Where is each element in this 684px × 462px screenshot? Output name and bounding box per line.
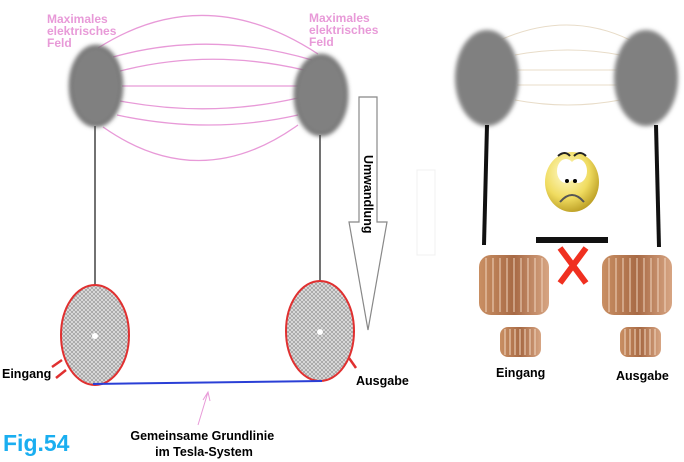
input-label: Eingang <box>2 367 51 381</box>
faint-box <box>416 169 436 256</box>
common-baseline <box>92 380 323 385</box>
output-copper-coil <box>602 255 672 315</box>
right-left-wire <box>482 124 489 246</box>
field-lines <box>97 14 319 162</box>
right-output-label: Ausgabe <box>616 369 669 383</box>
output-spiral-coil <box>285 280 358 382</box>
input-spiral-coil <box>51 284 130 386</box>
right-left-sphere <box>455 30 519 126</box>
right-input-label: Eingang <box>496 366 545 380</box>
small-output-coil <box>620 327 661 357</box>
figure-label: Fig.54 <box>3 430 70 456</box>
conversion-arrow <box>348 96 388 331</box>
output-label: Ausgabe <box>356 374 409 388</box>
field-label-left: Maximales elektrisches Feld <box>47 12 120 50</box>
sad-smiley-icon <box>545 152 599 212</box>
input-copper-coil <box>479 255 549 315</box>
conversion-label: Umwandlung <box>361 155 375 233</box>
baseline-pointer-arrow <box>197 390 211 426</box>
left-sphere <box>69 45 123 127</box>
red-cross-icon <box>557 246 589 285</box>
connecting-bar <box>536 237 608 243</box>
field-label-right: Maximales elektrisches Feld <box>309 11 382 49</box>
baseline-label: Gemeinsame Grundlinie im Tesla-System <box>130 429 277 459</box>
right-right-sphere <box>614 30 678 126</box>
right-sphere <box>294 54 348 136</box>
small-input-coil <box>500 327 541 357</box>
right-right-wire <box>654 124 661 248</box>
faint-field-lines <box>499 24 631 106</box>
